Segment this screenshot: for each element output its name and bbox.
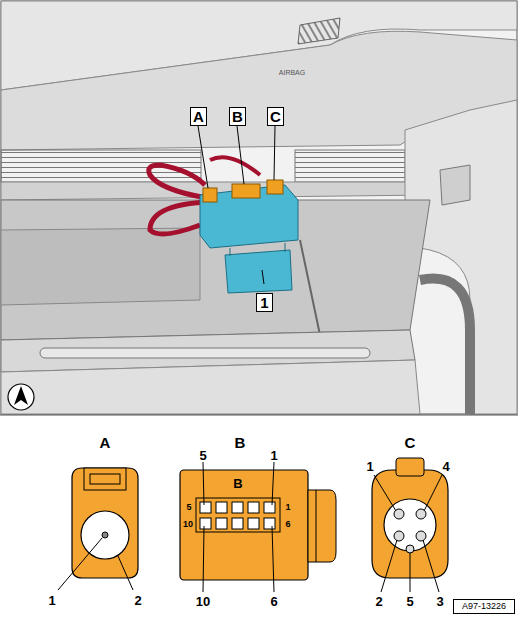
- leader-line: [374, 475, 396, 511]
- callout-letter: A: [193, 109, 204, 124]
- pin-number: 10: [182, 520, 194, 529]
- leader-line: [262, 270, 264, 284]
- pin: [394, 531, 404, 541]
- leader-line: [272, 462, 274, 505]
- view-letter: A: [98, 435, 113, 450]
- pin-number: 1: [46, 594, 57, 607]
- latch: [396, 458, 424, 476]
- connector-b: [232, 184, 260, 198]
- leader-line: [410, 553, 411, 592]
- leader-line: [424, 475, 442, 511]
- figure-number: A97-13226: [462, 602, 506, 611]
- orientation-arrow: [14, 386, 28, 405]
- wire: [210, 157, 260, 175]
- pin-number: 1: [364, 460, 375, 473]
- leader-line: [423, 540, 439, 592]
- view-frame: [1, 1, 517, 414]
- divider: [0, 415, 518, 416]
- pin-number: 2: [132, 594, 143, 607]
- view-letter: C: [403, 435, 418, 450]
- pin-number: 1: [268, 449, 279, 462]
- latch: [308, 490, 336, 562]
- pin-cavity: [200, 502, 211, 513]
- pin-cavity: [248, 518, 259, 529]
- pin-cavity: [248, 502, 259, 513]
- pin-cavity: [264, 518, 275, 529]
- control-unit: [225, 250, 292, 293]
- socket: [81, 511, 129, 559]
- pin-number: 5: [185, 503, 192, 512]
- connector-a: [203, 188, 217, 202]
- panel-marking: AIRBAG: [279, 69, 305, 76]
- leader-line: [381, 540, 397, 592]
- callout-box: 1: [256, 293, 273, 312]
- pin-number: 5: [404, 595, 415, 608]
- pin-cavity: [216, 518, 227, 529]
- pin-cavity: [200, 502, 275, 529]
- vent-grille: [295, 150, 405, 182]
- pin-field: [196, 498, 280, 532]
- hinge: [40, 348, 370, 358]
- callout-letter: 1: [260, 295, 268, 310]
- pin: [102, 532, 108, 538]
- orientation-arrow: [8, 384, 34, 410]
- bracket: [300, 240, 320, 335]
- callout-box: A: [190, 107, 207, 126]
- pin-number: 5: [197, 449, 208, 462]
- pin-cavity: [232, 518, 243, 529]
- side-panel: [405, 100, 517, 414]
- pin-number: 2: [373, 595, 384, 608]
- pin-number: 4: [440, 460, 451, 473]
- figure-number-box: A97-13226: [453, 599, 515, 614]
- leader-line: [118, 556, 133, 590]
- air-vent: [298, 18, 340, 44]
- callout-letter: C: [270, 109, 281, 124]
- callout-box: C: [267, 107, 284, 126]
- pin: [416, 531, 426, 541]
- pin-number: 1: [284, 503, 291, 512]
- latch: [90, 474, 120, 484]
- leader-line: [58, 538, 102, 590]
- pin-number: 10: [194, 595, 212, 608]
- housing-letter: B: [233, 477, 242, 490]
- recess: [1, 228, 200, 305]
- view-letter: B: [233, 435, 248, 450]
- control-unit: [285, 243, 286, 252]
- latch: [316, 490, 317, 562]
- leader-line: [237, 126, 244, 184]
- door-handle: [420, 279, 470, 414]
- wire: [150, 202, 207, 234]
- pin-cavity: [264, 502, 275, 513]
- leader-line: [272, 526, 274, 592]
- leader-line: [203, 462, 204, 505]
- wire: [149, 165, 207, 198]
- pin-cavity: [216, 502, 227, 513]
- pin-cavity: [232, 502, 243, 513]
- lower-panel: [1, 360, 420, 414]
- pin-number: 6: [268, 595, 279, 608]
- pin-number: 6: [284, 520, 291, 529]
- control-unit: [230, 248, 231, 256]
- callout-box: B: [229, 107, 246, 126]
- pin-cavity: [200, 518, 211, 529]
- latch: [84, 468, 126, 490]
- connector-c: [267, 180, 283, 194]
- connector-housing: [180, 470, 308, 580]
- socket: [384, 499, 436, 551]
- callout-letter: B: [232, 109, 243, 124]
- pin-number: 3: [434, 595, 445, 608]
- leader-line: [274, 126, 275, 180]
- switch: [440, 165, 470, 205]
- leader-line: [203, 526, 204, 592]
- pin: [406, 545, 414, 553]
- leader-line: [198, 126, 208, 188]
